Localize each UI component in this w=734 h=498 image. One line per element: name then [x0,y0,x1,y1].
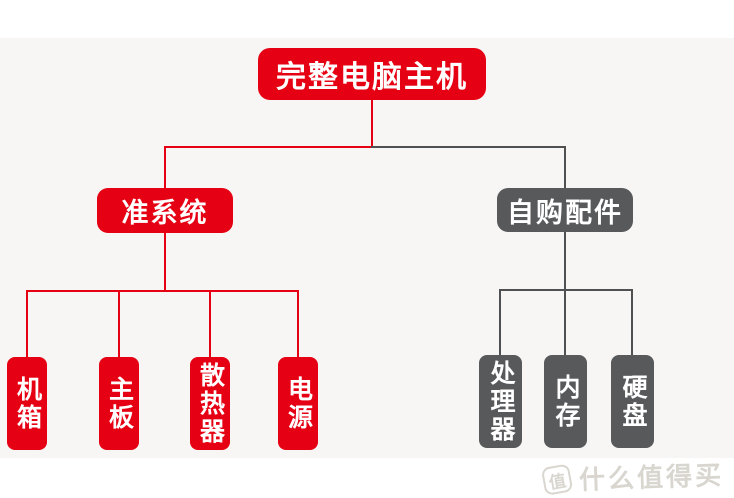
connector-right-drop-2 [564,289,566,355]
connector-right-drop-3 [631,289,633,355]
node-self-bought-parts: 自购配件 [497,188,633,232]
connector-left-drop-4 [297,290,299,357]
connector-right-bus [499,289,633,291]
node-barebone-system: 准系统 [97,188,233,233]
connector-root-stem [371,100,373,147]
connector-left-bus [26,290,299,292]
connector-right-branch-down [564,232,566,291]
node-motherboard: 主板 [99,357,139,450]
node-cpu: 处理器 [479,355,522,448]
connector-right-branch-stem [564,146,566,188]
smzdm-watermark-text: 什么值得买 [578,459,725,495]
connector-right-drop-1 [499,289,501,355]
connector-left-branch-down [164,233,166,290]
connector-left-branch-stem [164,146,166,188]
connector-top-left-horizontal [164,146,372,148]
connector-left-drop-2 [118,290,120,357]
connector-left-drop-1 [26,290,28,357]
smzdm-badge-icon: 值 [540,462,574,496]
connector-top-right-horizontal [371,146,566,148]
connector-left-drop-3 [209,290,211,357]
node-cooler: 散热器 [190,357,230,450]
node-power-supply: 电源 [278,357,318,450]
node-memory: 内存 [544,355,587,448]
node-complete-pc: 完整电脑主机 [258,48,486,100]
node-hard-drive: 硬盘 [611,355,654,448]
node-case: 机箱 [7,357,47,450]
smzdm-watermark: 值 什么值得买 [540,455,725,498]
